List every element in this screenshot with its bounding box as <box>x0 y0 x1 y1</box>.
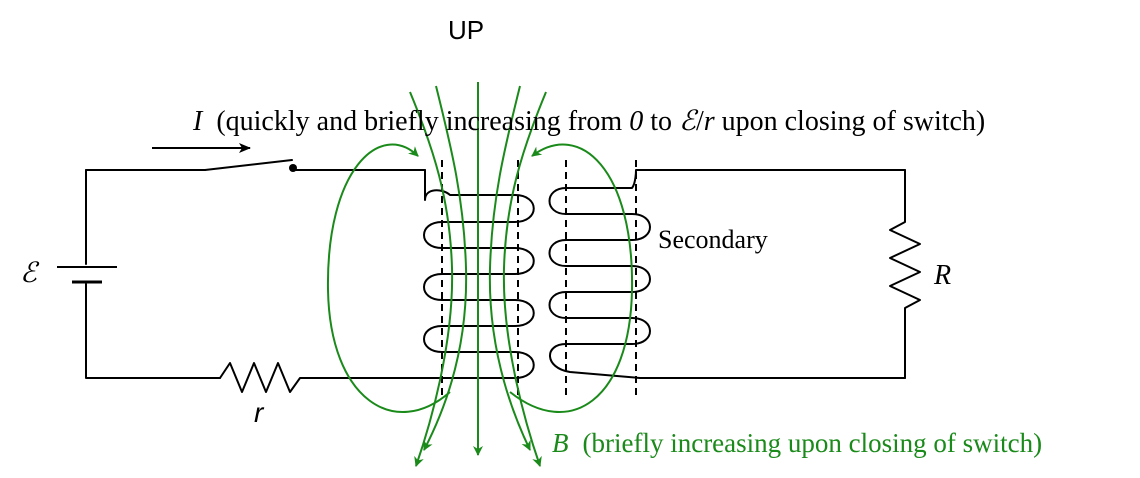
field-symbol: B <box>552 428 569 458</box>
current-zero: 0 <box>629 106 643 137</box>
current-symbol: I <box>192 106 204 137</box>
current-slash: / <box>696 106 704 137</box>
internal-resistor-label: r <box>254 397 265 428</box>
switch-blade <box>204 159 293 171</box>
load-resistor <box>889 169 921 379</box>
current-text-a: (quickly and briefly increasing from <box>216 106 629 137</box>
current-emf: ℰ <box>679 106 699 137</box>
field-text: (briefly increasing upon closing of swit… <box>583 428 1043 458</box>
field-loop-left <box>326 143 451 413</box>
primary-coil <box>423 169 535 379</box>
current-label: I(quickly and briefly increasing from 0 … <box>192 106 985 137</box>
battery-symbol <box>57 266 117 284</box>
primary-left-lower-wire <box>85 283 221 379</box>
transformer-core <box>441 160 637 395</box>
internal-resistor <box>219 362 426 393</box>
magnetic-field-lines <box>326 82 634 467</box>
field-line-right-outer <box>502 91 547 467</box>
field-loop-right <box>509 143 634 413</box>
current-text-b: to <box>643 106 679 137</box>
field-label: B (briefly increasing upon closing of swi… <box>552 428 1042 458</box>
battery-emf-label: ℰ <box>20 258 40 289</box>
field-line-left-outer <box>409 91 454 467</box>
up-label: UP <box>448 15 484 45</box>
secondary-label: Secondary <box>658 225 768 254</box>
secondary-coil <box>548 169 906 379</box>
field-line-left-inner <box>423 85 468 451</box>
primary-circuit <box>57 159 426 393</box>
current-text-c: upon closing of switch) <box>715 106 986 137</box>
current-r: r <box>704 106 715 137</box>
field-line-right-inner <box>488 85 531 451</box>
load-resistor-label: R <box>933 260 951 291</box>
